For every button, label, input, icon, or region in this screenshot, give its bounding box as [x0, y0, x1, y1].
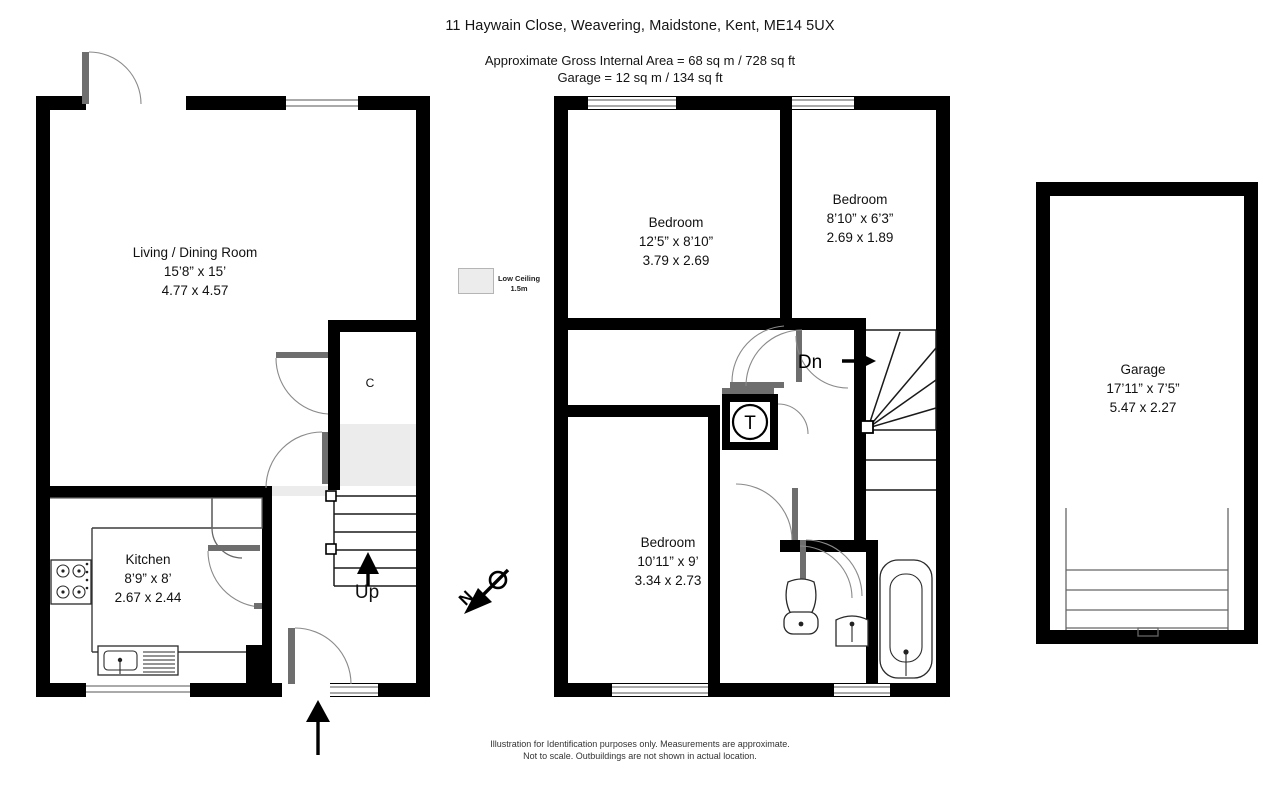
disclaimer-line-1: Illustration for Identification purposes… — [490, 739, 790, 749]
window-kitchen-bottom — [86, 685, 190, 693]
door-bathroom — [799, 539, 863, 599]
room-dim-imperial: 10’11” x 9’ — [637, 554, 699, 569]
stairs-down-label: Dn — [798, 352, 822, 373]
bath-icon — [879, 559, 933, 679]
window-bedroom3-bottom — [612, 684, 708, 696]
stairs-up-label: Up — [354, 582, 380, 603]
room-label-bedroom-2: Bedroom 8’10” x 6’3” 2.69 x 1.89 — [790, 190, 930, 247]
room-label-kitchen: Kitchen 8’9” x 8’ 2.67 x 2.44 — [78, 550, 218, 607]
room-label-bedroom-3: Bedroom 10’11” x 9’ 3.34 x 2.73 — [598, 533, 738, 590]
door-front-entrance — [282, 627, 352, 696]
garage-plan — [1036, 182, 1258, 644]
room-label-garage: Garage 17’11” x 7’5” 5.47 x 2.27 — [1073, 360, 1213, 417]
door-bedroom3 — [735, 483, 798, 541]
room-name: Bedroom — [648, 215, 704, 230]
room-label-bedroom-1: Bedroom 12’5” x 8’10” 3.79 x 2.69 — [596, 213, 756, 270]
room-dim-metric: 2.67 x 2.44 — [114, 590, 182, 605]
room-dim-imperial: 8’9” x 8’ — [124, 571, 172, 586]
door-bedroom2 — [745, 329, 849, 389]
room-dim-imperial: 17’11” x 7’5” — [1106, 381, 1180, 396]
door-hall — [265, 431, 328, 489]
toilet-icon — [783, 578, 819, 635]
area-summary: Approximate Gross Internal Area = 68 sq … — [0, 52, 1280, 86]
staircase-up — [325, 490, 416, 614]
garage-area: Garage = 12 sq m / 134 sq ft — [557, 70, 723, 85]
room-dim-imperial: 8’10” x 6’3” — [826, 211, 894, 226]
window-bathroom-bottom — [834, 684, 890, 696]
basin-icon — [835, 615, 869, 647]
window-bedroom1-top — [588, 97, 676, 109]
room-name: Bedroom — [640, 535, 696, 550]
sink-icon — [97, 645, 179, 676]
window-living-top — [286, 97, 358, 109]
first-floor-plan: T Dn — [554, 96, 950, 697]
room-name: Garage — [1120, 362, 1166, 377]
page-title: 11 Haywain Close, Weavering, Maidstone, … — [445, 18, 835, 34]
hob-icon — [50, 559, 92, 605]
disclaimer: Illustration for Identification purposes… — [0, 738, 1280, 762]
door-bedroom1 — [730, 325, 785, 388]
room-dim-metric: 3.79 x 2.69 — [642, 253, 710, 268]
door-patio-living — [82, 51, 184, 109]
low-ceiling-legend: Low Ceiling 1.5m — [484, 274, 554, 294]
garage-door-icon — [1065, 508, 1229, 637]
room-dim-metric: 5.47 x 2.27 — [1109, 400, 1177, 415]
window-hall-bottom — [330, 684, 378, 696]
low-ceiling-swatch — [458, 268, 494, 294]
ground-floor-plan: C — [36, 51, 430, 755]
door-cupboard — [275, 352, 329, 415]
room-name: Kitchen — [125, 552, 171, 567]
room-dim-metric: 3.34 x 2.73 — [634, 573, 702, 588]
room-dim-imperial: 15’8” x 15’ — [163, 264, 227, 279]
room-name: Living / Dining Room — [132, 245, 258, 260]
door-kitchen — [207, 545, 262, 609]
legend-label: Low Ceiling — [497, 274, 541, 283]
compass-north-icon: N — [455, 568, 510, 614]
gross-internal-area: Approximate Gross Internal Area = 68 sq … — [484, 53, 796, 68]
staircase-down — [842, 329, 937, 491]
room-label-living-dining: Living / Dining Room 15’8” x 15’ 4.77 x … — [75, 243, 315, 300]
svg-text:T: T — [744, 413, 756, 434]
window-bedroom2-top — [784, 97, 854, 109]
room-dim-imperial: 12’5” x 8’10” — [638, 234, 714, 249]
airing-cupboard-tank: T — [722, 388, 809, 450]
room-name: Bedroom — [832, 192, 888, 207]
room-dim-metric: 2.69 x 1.89 — [826, 230, 894, 245]
entrance-arrow-icon — [306, 700, 330, 755]
disclaimer-line-2: Not to scale. Outbuildings are not shown… — [523, 751, 757, 761]
legend-value: 1.5m — [510, 284, 528, 293]
room-dim-metric: 4.77 x 4.57 — [161, 283, 229, 298]
cupboard-label: C — [366, 376, 375, 390]
